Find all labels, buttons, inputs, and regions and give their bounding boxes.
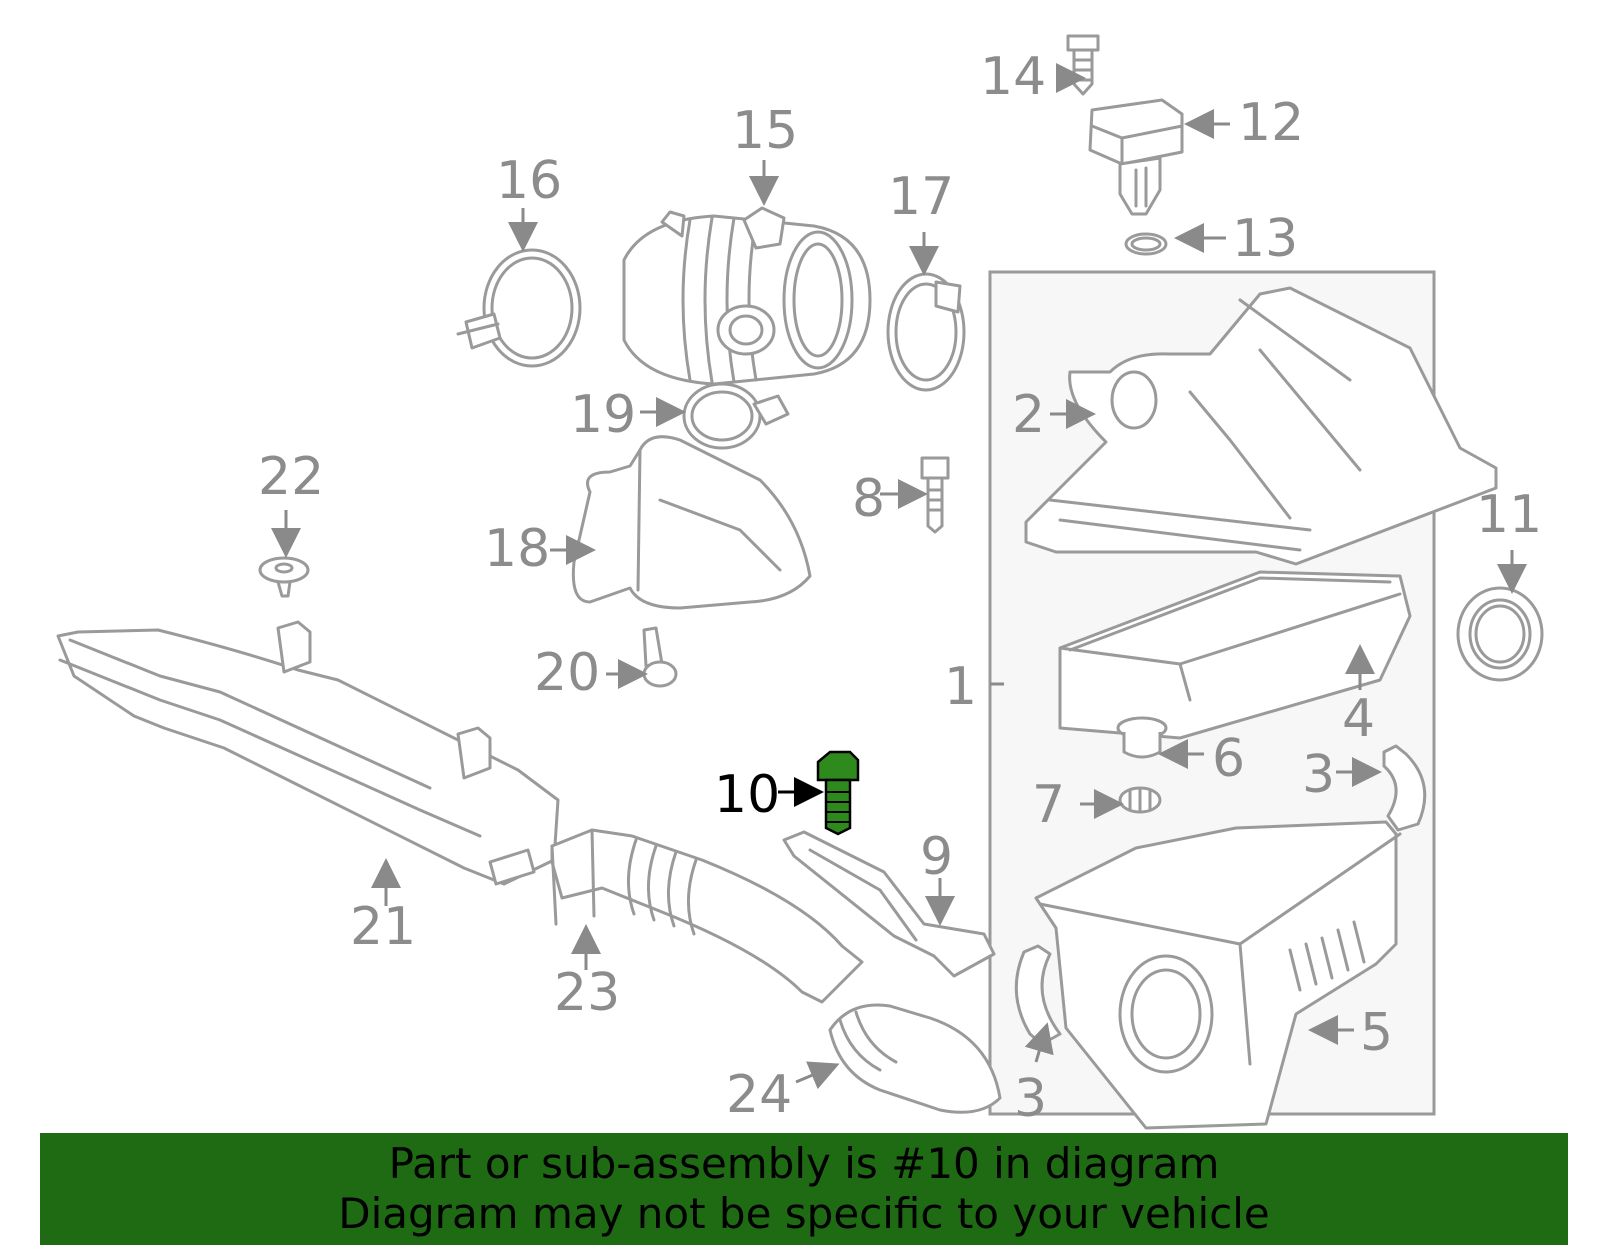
callout-14: 14 [980, 47, 1046, 107]
callout-8: 8 [852, 469, 885, 529]
part-22-clip [258, 556, 310, 598]
part-6-grommet [1116, 716, 1168, 759]
callout-22: 22 [258, 447, 324, 507]
part-21-duct [56, 620, 560, 886]
callout-16: 16 [496, 151, 562, 211]
part-20-clip [642, 626, 678, 688]
part-7-grommet [1118, 786, 1162, 814]
part-3-clip-upper [1382, 744, 1427, 832]
callout-9: 9 [920, 827, 953, 887]
callout-21: 21 [350, 897, 416, 957]
callout-4: 4 [1342, 689, 1375, 749]
part-24-elbow [828, 1003, 1002, 1114]
part-17-clamp [886, 272, 966, 392]
part-4-filter [1058, 570, 1412, 740]
callout-1: 1 [944, 657, 977, 717]
callout-19: 19 [570, 385, 636, 445]
part-8-bolt [920, 456, 950, 534]
callout-20: 20 [534, 643, 600, 703]
callout-3-lower: 3 [1014, 1069, 1047, 1129]
part-18-duct [571, 435, 812, 610]
callout-15: 15 [732, 101, 798, 161]
part-13-o-ring [1124, 232, 1168, 256]
callout-3-upper: 3 [1302, 745, 1335, 805]
callout-18: 18 [484, 519, 550, 579]
callout-17: 17 [888, 167, 954, 227]
callout-12: 12 [1238, 93, 1304, 153]
callout-10: 10 [714, 765, 780, 825]
part-14-screw [1066, 34, 1100, 96]
part-9-bracket [782, 830, 996, 978]
callout-7: 7 [1032, 775, 1065, 835]
part-19-clamp [682, 382, 790, 450]
part-16-clamp [456, 248, 582, 368]
callout-labels: 1 2 3 3 4 5 6 7 8 9 10 11 12 13 14 15 16… [258, 47, 1542, 1129]
part-23-hose [550, 828, 864, 1004]
callout-11: 11 [1476, 485, 1542, 545]
part-11-ring [1456, 586, 1544, 682]
callout-2: 2 [1012, 385, 1045, 445]
leader-lines [271, 63, 1527, 1090]
part-12-sensor [1088, 98, 1184, 216]
callout-5: 5 [1360, 1003, 1393, 1063]
part-5-lower-housing [1034, 820, 1402, 1130]
callout-13: 13 [1232, 209, 1298, 269]
part-3-clip-lower [1014, 944, 1062, 1046]
info-banner: Part or sub-assembly is #10 in diagram D… [40, 1133, 1568, 1245]
banner-line-1: Part or sub-assembly is #10 in diagram [388, 1139, 1220, 1188]
part-15-air-tube [622, 206, 872, 386]
part-10-bolt [816, 750, 860, 836]
callout-6: 6 [1212, 729, 1245, 789]
callout-24: 24 [726, 1065, 792, 1125]
callout-23: 23 [554, 963, 620, 1023]
banner-line-2: Diagram may not be specific to your vehi… [338, 1189, 1270, 1238]
